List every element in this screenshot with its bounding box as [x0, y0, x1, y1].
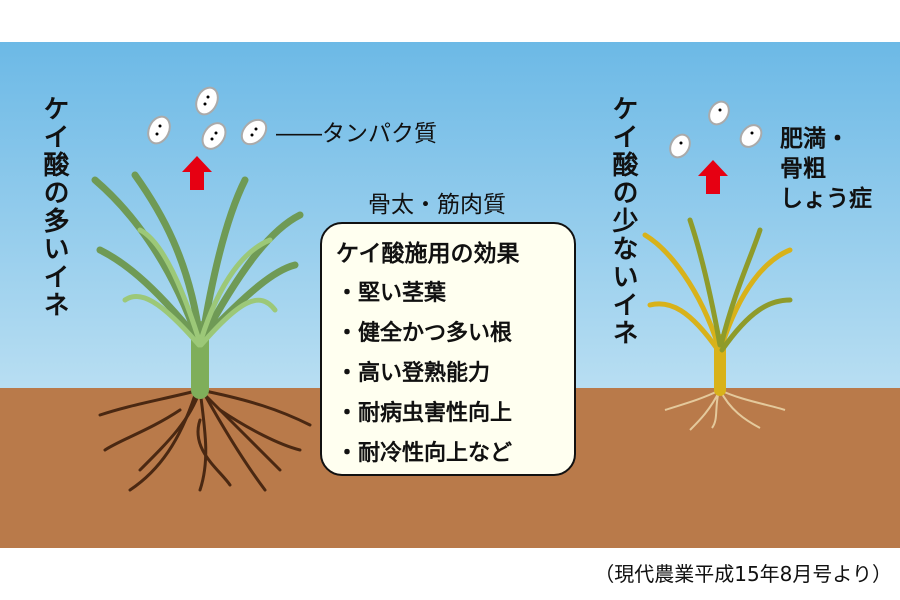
source-caption: （現代農業平成15年8月号より） [594, 562, 892, 586]
right-plant-label: ケイ酸の少ないイネ [608, 95, 638, 347]
effect-item: ・耐病虫害性向上 [336, 401, 513, 426]
effect-item: ・健全かつ多い根 [336, 321, 513, 346]
grains-left [147, 86, 268, 150]
effect-item: ・堅い茎葉 [336, 281, 447, 306]
weak-effect-line: 骨粗 [780, 156, 826, 182]
effect-item: ・耐冷性向上など [336, 441, 513, 466]
up-arrow-left [182, 156, 212, 190]
sturdy-label: 骨太・筋肉質 [368, 192, 506, 218]
effects-title: ケイ酸施用の効果 [336, 241, 520, 267]
weak-effect-line: しょう症 [780, 186, 872, 212]
weak-effect-line: 肥満・ [780, 126, 849, 152]
weak-roots [664, 389, 786, 431]
grains-right [669, 100, 763, 159]
weak-effect-label: 肥満・ 骨粗 しょう症 [780, 124, 872, 214]
weak-rice-plant [642, 217, 793, 396]
effect-item: ・高い登熟能力 [336, 361, 491, 386]
up-arrow-right [698, 160, 728, 194]
effects-box: ケイ酸施用の効果 ・堅い茎葉 ・健全かつ多い根 ・高い登熟能力 ・耐病虫害性向上… [320, 222, 576, 476]
left-plant-label: ケイ酸の多いイネ [39, 95, 69, 319]
grain-dots [155, 95, 754, 145]
protein-label: ――タンパク質 [276, 121, 437, 147]
healthy-rice-plant [91, 171, 304, 399]
healthy-roots [98, 388, 312, 492]
